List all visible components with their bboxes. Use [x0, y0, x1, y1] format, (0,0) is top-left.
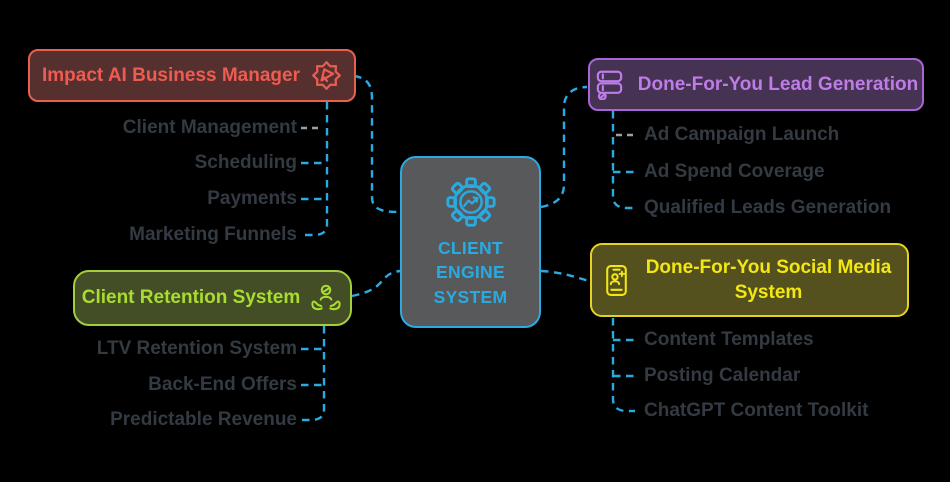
center-title-line: CLIENT	[437, 238, 503, 259]
center-title-line: ENGINE	[436, 262, 505, 283]
hands-holding-person-icon	[311, 284, 341, 311]
node-client-engine-system: CLIENT ENGINE SYSTEM	[400, 156, 541, 328]
child-content-templates: Content Templates	[644, 329, 814, 350]
node-done-for-you-lead-generation: Done-For-You Lead Generation	[588, 58, 924, 111]
connector-lead-trunk	[611, 111, 636, 210]
child-posting-calendar: Posting Calendar	[644, 365, 801, 386]
connector-center-to-social	[540, 269, 590, 283]
social-title-line: System	[734, 282, 803, 303]
gear-chart-icon	[445, 177, 496, 227]
child-ad-spend-coverage: Ad Spend Coverage	[644, 161, 825, 182]
badge-icon	[312, 61, 341, 90]
center-title-line: SYSTEM	[433, 286, 508, 307]
retention-title: Client Retention System	[81, 287, 301, 308]
child-payments: Payments	[207, 188, 297, 209]
child-client-management: Client Management	[122, 117, 297, 138]
connector-center-to-lead	[540, 85, 588, 209]
child-qualified-leads-generation: Qualified Leads Generation	[644, 197, 892, 218]
connector-retention-to-center	[351, 269, 401, 298]
connector-impact-to-center	[353, 74, 400, 214]
social-title: Done-For-You Social Media System	[641, 255, 897, 305]
social-title-line: Done-For-You Social Media	[645, 256, 892, 278]
connector-social-trunk	[611, 318, 635, 413]
impact-title: Impact AI Business Manager	[42, 64, 300, 86]
server-stack-icon	[596, 70, 623, 100]
node-impact-ai-business-manager: Impact AI Business Manager	[28, 49, 356, 102]
child-predictable-revenue: Predictable Revenue	[110, 409, 297, 430]
lead-title: Done-For-You Lead Generation	[637, 73, 919, 95]
child-chatgpt-content-toolkit: ChatGPT Content Toolkit	[644, 400, 869, 421]
child-ltv-retention-system: LTV Retention System	[96, 338, 297, 359]
phone-add-user-icon	[605, 264, 627, 296]
node-client-retention-system: Client Retention System	[73, 270, 352, 326]
node-done-for-you-social-media-system: Done-For-You Social Media System	[590, 243, 909, 317]
connector-impact-trunk	[302, 102, 329, 237]
center-title: CLIENT ENGINE SYSTEM	[434, 236, 508, 308]
connector-retention-trunk	[301, 326, 326, 422]
child-scheduling: Scheduling	[194, 152, 297, 173]
child-ad-campaign-launch: Ad Campaign Launch	[644, 124, 840, 145]
child-back-end-offers: Back-End Offers	[148, 374, 297, 395]
child-marketing-funnels: Marketing Funnels	[129, 224, 297, 245]
